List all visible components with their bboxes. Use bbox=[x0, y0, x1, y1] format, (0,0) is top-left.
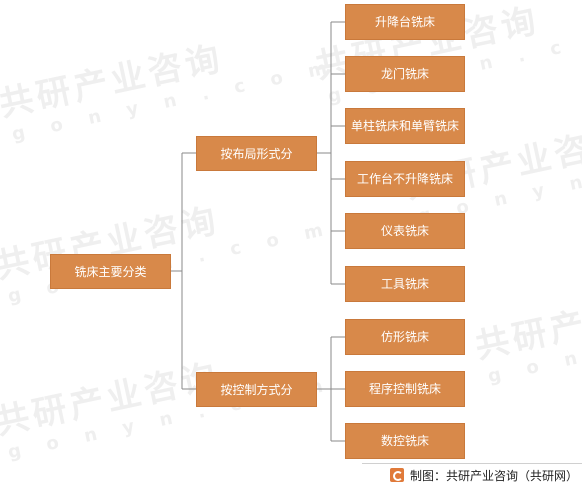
leaf-node: 仿形铣床 bbox=[345, 319, 465, 355]
leaf-node: 数控铣床 bbox=[345, 423, 465, 459]
source-text: 制图：共研产业咨询（共研网） bbox=[409, 468, 578, 483]
leaf-node: 升降台铣床 bbox=[345, 4, 465, 40]
group-node-control: 按控制方式分 bbox=[196, 372, 317, 407]
leaf-node: 工作台不升降铣床 bbox=[345, 161, 465, 197]
leaf-node: 程序控制铣床 bbox=[345, 371, 465, 407]
source-footer: 制图：共研产业咨询（共研网） bbox=[362, 463, 582, 486]
group-node-layout: 按布局形式分 bbox=[196, 136, 317, 171]
leaf-node: 单柱铣床和单臂铣床 bbox=[345, 108, 465, 144]
leaf-node: 工具铣床 bbox=[345, 266, 465, 302]
gonyn-logo-icon bbox=[389, 468, 404, 482]
root-node: 铣床主要分类 bbox=[50, 254, 171, 289]
leaf-node: 仪表铣床 bbox=[345, 213, 465, 249]
leaf-node: 龙门铣床 bbox=[345, 56, 465, 92]
